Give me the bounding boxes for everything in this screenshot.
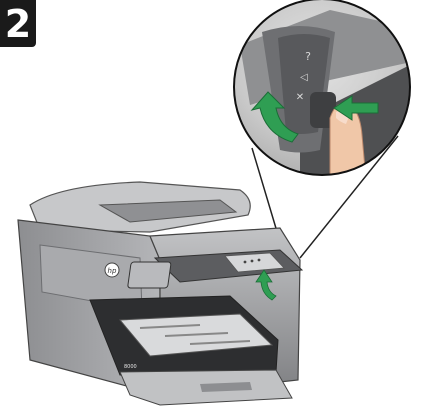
hp-logo-text: hp xyxy=(108,267,117,275)
cancel-glyph: ✕ xyxy=(296,92,304,103)
back-glyph: ◁ xyxy=(300,72,308,83)
model-label: 8000 xyxy=(124,364,137,370)
printer-touchscreen xyxy=(128,262,172,288)
printer-body: hp 8000 xyxy=(18,182,302,405)
help-glyph: ? xyxy=(305,50,311,63)
